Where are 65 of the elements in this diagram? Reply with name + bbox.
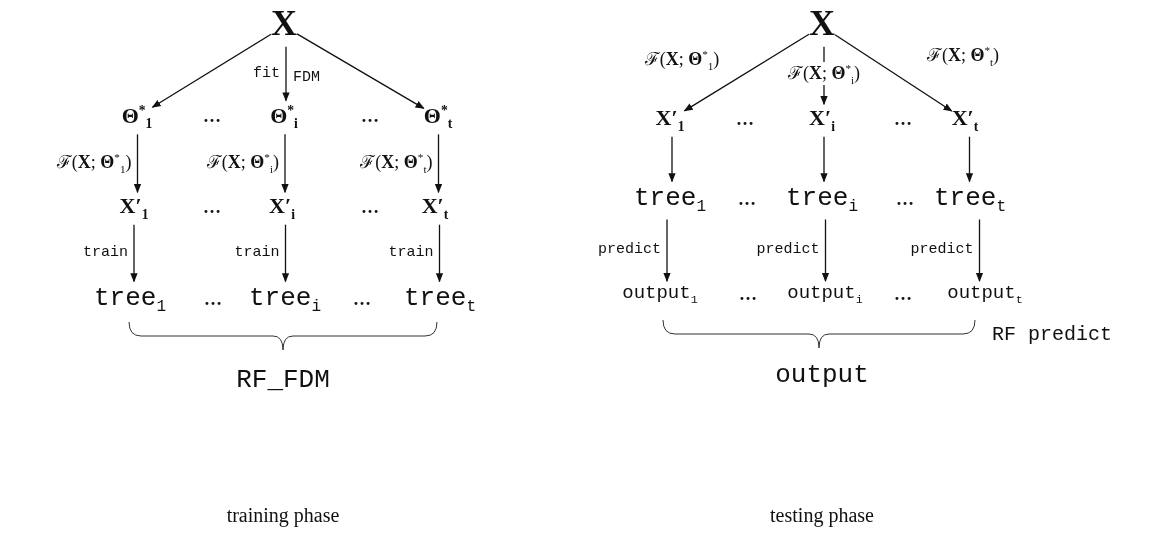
edge-label: ℱ(X; Θ$^{*}$$_{t}$) [360,151,433,176]
ellipsis: … [736,110,754,130]
edge-label: ℱ(X; Θ$^{*}$$_{t}$) [926,44,1000,68]
transformed-matrix-symbol: X′$_{t}$ [421,194,449,222]
edge-label: train [234,244,280,262]
output-label: output$_{i}$ [787,283,863,307]
edge-label: ℱ(X; Θ$^{*}$$_{1}$) [644,48,720,72]
annotation-text: RF predict [992,324,1113,346]
arrow [133,133,142,194]
transformed-matrix-symbol: X′$_{t}$ [951,106,979,134]
ellipsis: … [203,198,221,218]
transformed-matrix-symbol: X′$_{i}$ [809,106,835,134]
arrow [435,224,444,283]
arrow [975,218,984,283]
tree-label: tree$_{1}$ [93,283,167,317]
ellipsis: … [204,290,222,310]
ellipsis: … [361,107,379,127]
ellipsis: … [894,285,912,305]
result-label: RF_FDM [236,365,330,395]
matrix-symbol: X [809,4,835,44]
matrix-symbol: X [271,4,297,44]
annotation-text: FDM [293,69,320,87]
tree-label: tree$_{i}$ [785,183,859,217]
arrow [281,224,290,283]
arrow [663,218,671,283]
arrow [296,33,425,110]
phase-caption: training phase [226,504,340,526]
arrow [130,224,138,283]
arrow [821,218,830,283]
ellipsis: … [896,190,914,210]
arrow [683,33,810,112]
tree-label: tree$_{i}$ [248,283,322,317]
ellipsis: … [894,110,912,130]
ellipsis: … [739,285,757,305]
edge-label: ℱ(X; Θ$^{*}$$_{i}$) [206,151,279,176]
arrow [282,46,290,102]
arrow [965,136,974,183]
edge-label: ℱ(X; Θ$^{*}$$_{1}$) [56,151,132,176]
arrow [151,33,272,108]
edge-label: ℱ(X; Θ$^{*}$$_{i}$) [787,61,861,86]
tree-label: tree$_{t}$ [933,183,1007,217]
arrow [281,133,289,194]
edge-label: predict [598,242,661,259]
edge-label: train [83,244,128,262]
edge-label: fit [253,65,280,82]
edge-label: predict [910,242,974,259]
arrow [434,133,443,194]
transformed-matrix-symbol: X′$_{i}$ [269,194,295,222]
edge-label: predict [756,242,820,259]
output-label: output$_{1}$ [622,283,698,307]
phase-caption: testing phase [770,504,874,526]
tree-label: tree$_{t}$ [403,283,477,317]
arrow [668,136,676,183]
ellipsis: … [203,107,221,127]
arrow [834,34,953,112]
tree-label: tree$_{1}$ [633,183,707,217]
arrow [820,136,828,183]
edge-label: train [388,244,434,262]
ellipsis: … [353,290,371,310]
output-label: output$_{t}$ [947,283,1023,307]
result-label: output [775,360,869,390]
transformed-matrix-symbol: X′$_{1}$ [655,106,685,134]
ellipsis: … [738,190,756,210]
ellipsis: … [361,198,379,218]
transformed-matrix-symbol: X′$_{1}$ [119,194,149,222]
